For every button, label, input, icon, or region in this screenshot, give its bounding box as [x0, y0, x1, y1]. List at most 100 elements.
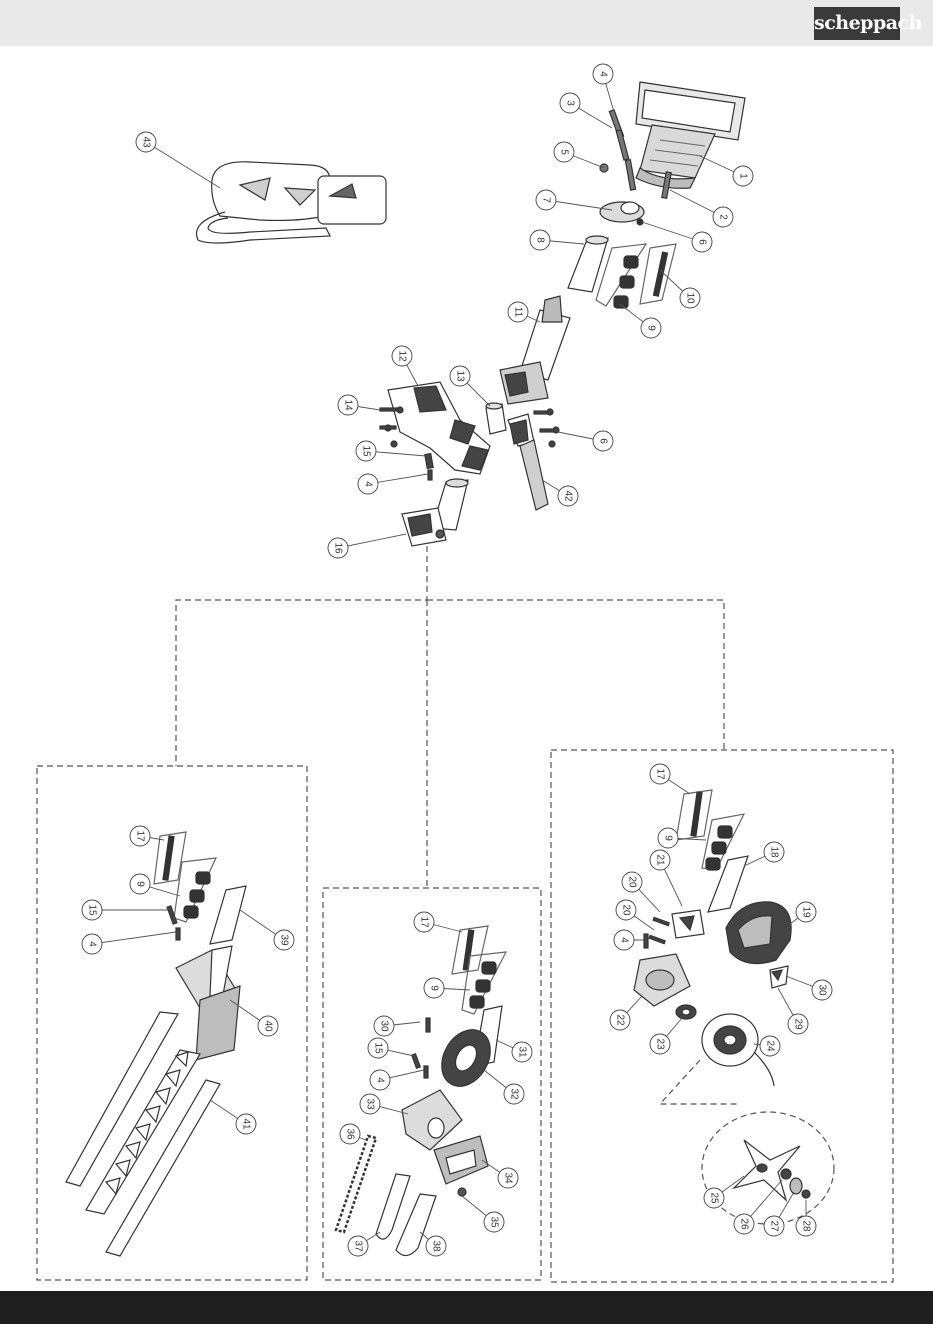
callout-3: 3: [560, 93, 612, 128]
callout-4: 4: [370, 1070, 424, 1090]
callout-16: 16: [328, 534, 406, 558]
callout-number: 22: [615, 1014, 626, 1026]
callout-20: 20: [616, 900, 654, 930]
callout-number: 24: [765, 1040, 776, 1052]
callout-number: 9: [646, 325, 657, 331]
callout-number: 12: [397, 350, 408, 362]
callout-number: 9: [663, 835, 674, 841]
callout-number: 6: [697, 239, 708, 245]
callout-number: 38: [431, 1240, 442, 1252]
page-header: scheppach: [0, 0, 933, 46]
callout-21: 21: [650, 850, 682, 906]
callout-22: 22: [610, 996, 642, 1030]
callout-number: 15: [373, 1042, 384, 1054]
callout-4: 4: [593, 64, 614, 112]
callout-10: 10: [660, 270, 700, 308]
callout-number: 30: [379, 1020, 390, 1032]
callout-11: 11: [508, 302, 540, 322]
part-shaft-upper: [640, 244, 676, 304]
callout-number: 36: [345, 1128, 356, 1140]
callout-38: 38: [420, 1232, 446, 1256]
callout-4: 4: [82, 932, 176, 954]
callout-number: 35: [489, 1216, 500, 1228]
callout-5: 5: [554, 142, 604, 168]
part-connector: [486, 403, 506, 434]
callout-9: 9: [620, 304, 661, 338]
callout-number: 7: [541, 197, 552, 203]
callout-34: 34: [482, 1160, 518, 1188]
callout-33: 33: [360, 1094, 408, 1114]
callout-number: 4: [363, 481, 374, 487]
callout-12: 12: [392, 346, 418, 386]
part-clamp-ring: [600, 202, 644, 225]
callout-9: 9: [424, 978, 470, 998]
part-carry-bag: [197, 162, 386, 243]
callout-number: 4: [87, 941, 98, 947]
callout-number: 29: [793, 1018, 804, 1030]
part-handle-housing: [388, 382, 490, 474]
callout-18: 18: [744, 842, 784, 866]
callout-number: 17: [419, 916, 430, 928]
callout-13: 13: [450, 366, 490, 406]
callout-number: 2: [718, 214, 729, 220]
callout-35: 35: [462, 1196, 504, 1232]
part-sleeve-upper: [568, 236, 608, 292]
part-hedge-trimmer-set: [66, 832, 246, 1256]
callout-leader-line: [92, 932, 176, 944]
callout-number: 41: [241, 1118, 252, 1130]
callout-number: 23: [655, 1038, 666, 1050]
callout-14: 14: [338, 395, 380, 415]
scheppach-logo: scheppach: [814, 7, 900, 40]
callout-19: 19: [790, 902, 816, 924]
callout-29: 29: [778, 988, 808, 1034]
callout-25: 25: [704, 1176, 744, 1208]
callout-17: 17: [650, 764, 690, 794]
callout-43: 43: [136, 132, 220, 188]
callout-number: 20: [621, 904, 632, 916]
callout-number: 17: [655, 768, 666, 780]
callout-number: 31: [517, 1046, 528, 1058]
callout-number: 20: [627, 876, 638, 888]
callout-27: 27: [764, 1192, 794, 1236]
part-lever-handle: [508, 414, 548, 510]
part-screws-small: [425, 454, 433, 480]
callout-36: 36: [340, 1124, 366, 1144]
callout-41: 41: [210, 1100, 256, 1134]
callout-number: 39: [279, 934, 290, 946]
callout-39: 39: [240, 910, 294, 950]
callout-4: 4: [614, 930, 644, 950]
callout-number: 9: [429, 985, 440, 991]
callout-number: 6: [598, 438, 609, 444]
callout-15: 15: [368, 1038, 414, 1058]
part-lower-coupling: [402, 479, 468, 546]
page-footer: [0, 1291, 933, 1324]
callout-number: 15: [361, 445, 372, 457]
callout-number: 33: [365, 1098, 376, 1110]
callout-32: 32: [484, 1070, 524, 1104]
callout-number: 8: [535, 237, 546, 243]
callout-number: 21: [655, 854, 666, 866]
callout-number: 17: [135, 830, 146, 842]
callout-number: 37: [353, 1240, 364, 1252]
callout-9: 9: [658, 828, 706, 848]
callout-8: 8: [530, 230, 584, 250]
callout-number: 30: [817, 984, 828, 996]
callout-number: 25: [709, 1192, 720, 1204]
callout-number: 42: [563, 490, 574, 502]
callout-30: 30: [786, 976, 832, 1000]
callout-2: 2: [670, 190, 733, 227]
callout-6: 6: [558, 431, 613, 451]
part-motor-flange: [636, 82, 745, 188]
callout-number: 1: [738, 173, 749, 179]
callout-number: 4: [375, 1077, 386, 1083]
callout-number: 4: [619, 937, 630, 943]
callout-37: 37: [348, 1232, 380, 1256]
callout-number: 15: [87, 904, 98, 916]
callout-23: 23: [650, 1018, 682, 1054]
callout-15: 15: [82, 900, 168, 920]
callout-number: 13: [455, 370, 466, 382]
callout-1: 1: [700, 156, 753, 186]
callout-number: 9: [135, 881, 146, 887]
callout-number: 34: [503, 1172, 514, 1184]
callout-number: 27: [769, 1220, 780, 1232]
